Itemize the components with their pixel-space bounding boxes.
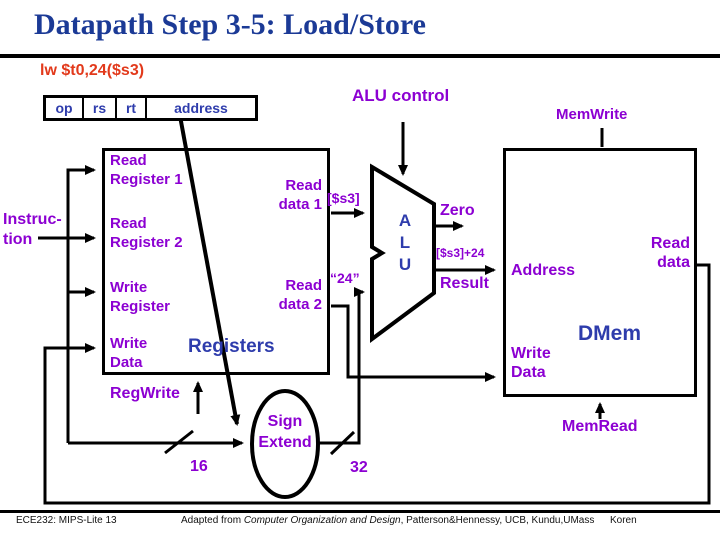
- memwrite-label: MemWrite: [556, 106, 628, 123]
- registers-title: Registers: [188, 336, 275, 357]
- field-address: address: [145, 98, 255, 118]
- wire-read-data-return: [43, 263, 711, 505]
- bitwidth-32-label: 32: [350, 459, 368, 476]
- bitwidth-slash-16: [164, 429, 194, 455]
- field-op: op: [55, 100, 73, 116]
- field-rt: rt: [115, 98, 145, 118]
- zero-label: Zero: [440, 202, 475, 219]
- alu-input1-value: [$s3]: [327, 190, 360, 206]
- field-rs: rs: [82, 98, 115, 118]
- footer-rule: [0, 510, 720, 513]
- footer-author: Koren: [610, 515, 637, 526]
- sign-extend-label: Sign Extend: [258, 413, 312, 451]
- footer-credit-prefix: Adapted from: [181, 515, 244, 526]
- port-read-data-1: Read data 1: [278, 177, 322, 213]
- alu-unit: [370, 163, 436, 343]
- assembly-instruction: lw $t0,24($s3): [40, 62, 145, 79]
- alu-control-label: ALU control: [352, 86, 450, 105]
- registers-block: [102, 148, 330, 375]
- dmem-block: [503, 148, 697, 397]
- alu-output-value: [$s3]+24: [436, 246, 485, 260]
- port-read-data: Read data: [650, 235, 690, 271]
- memread-label: MemRead: [562, 418, 638, 435]
- footer-course: ECE232: MIPS-Lite 13: [16, 515, 117, 526]
- bitwidth-slash-32: [329, 430, 356, 456]
- wire-read-data-2: [331, 304, 496, 382]
- port-write-register: Write Register: [110, 279, 171, 315]
- wire-read-register-1: [66, 165, 96, 443]
- wire-address-immediate: [178, 115, 241, 426]
- instruction-format-box: op rs rt address: [43, 95, 258, 121]
- regwrite-label: RegWrite: [110, 385, 180, 402]
- port-read-data-2: Read data 2: [278, 277, 322, 313]
- instruction-source-label: Instruc- tion: [3, 211, 62, 248]
- bitwidth-16-label: 16: [190, 458, 208, 475]
- title-underline: [0, 54, 720, 58]
- page-title: Datapath Step 3-5: Load/Store: [34, 8, 426, 41]
- footer-credit-suffix: , Patterson&Hennessy, UCB, Kundu,UMass: [400, 515, 595, 526]
- alu-input2-value: “24”: [330, 270, 360, 286]
- footer-credit-book: Computer Organization and Design: [243, 515, 401, 526]
- dmem-title: DMem: [578, 322, 642, 345]
- result-label: Result: [440, 275, 489, 292]
- port-read-register-2: Read Register 2: [110, 215, 183, 251]
- port-read-register-1: Read Register 1: [110, 152, 183, 188]
- port-dmem-write-data: Write Data: [511, 345, 551, 381]
- wire-sign-extend-output: [317, 287, 365, 445]
- port-address: Address: [511, 262, 576, 279]
- alu-letters: A L U: [398, 211, 412, 274]
- port-write-data: Write Data: [110, 335, 148, 371]
- footer-credit: Adapted from Computer Organization and D…: [181, 515, 594, 526]
